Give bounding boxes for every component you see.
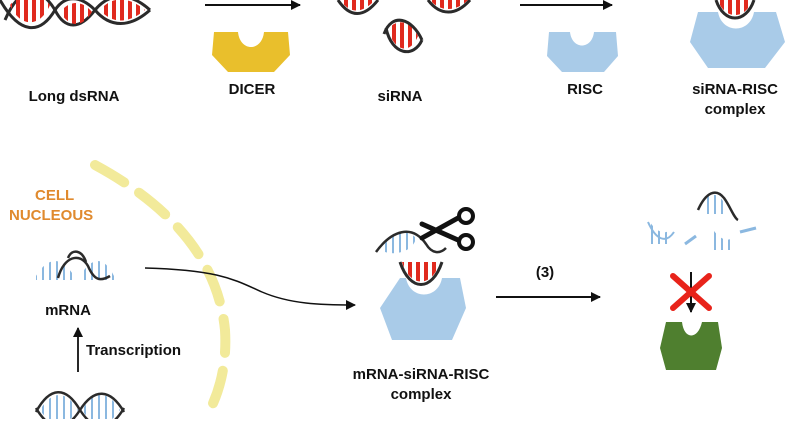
label-transcription: Transcription <box>86 342 182 359</box>
label-sirna-risc-line2: complex <box>704 101 766 118</box>
ribosome-target-icon <box>660 322 722 370</box>
scissors-icon <box>419 207 475 251</box>
cell-nucleus-boundary <box>90 160 231 424</box>
label-risc: RISC <box>567 81 603 98</box>
sirna-fragments-icon <box>336 0 472 54</box>
label-cell-line2: NUCLEOUS <box>9 207 94 224</box>
mrna-to-complex-arrow <box>144 267 356 310</box>
dna-icon <box>34 391 126 424</box>
risc-icon <box>547 32 618 72</box>
degraded-mrna-fragments-icon <box>647 191 757 250</box>
label-dicer: DICER <box>228 81 276 98</box>
label-step-3: (3) <box>535 264 555 281</box>
label-cell-line1: CELL <box>35 187 75 204</box>
red-x-icon <box>670 273 712 311</box>
label-long-dsrna: Long dsRNA <box>28 88 120 105</box>
sirna-risc-complex-icon <box>690 0 785 68</box>
mrna-sirna-risc-complex-icon <box>374 230 466 340</box>
label-mrna: mRNA <box>45 302 91 319</box>
label-sirna: siRNA <box>377 88 423 105</box>
label-mrna-sirna-risc-line2: complex <box>390 386 452 403</box>
long-dsrna-icon <box>0 0 152 29</box>
mrna-icon <box>36 250 114 281</box>
label-mrna-sirna-risc-line1: mRNA-siRNA-RISC <box>352 366 490 383</box>
label-sirna-risc-line1: siRNA-RISC <box>692 81 778 98</box>
dicer-icon <box>212 32 290 72</box>
